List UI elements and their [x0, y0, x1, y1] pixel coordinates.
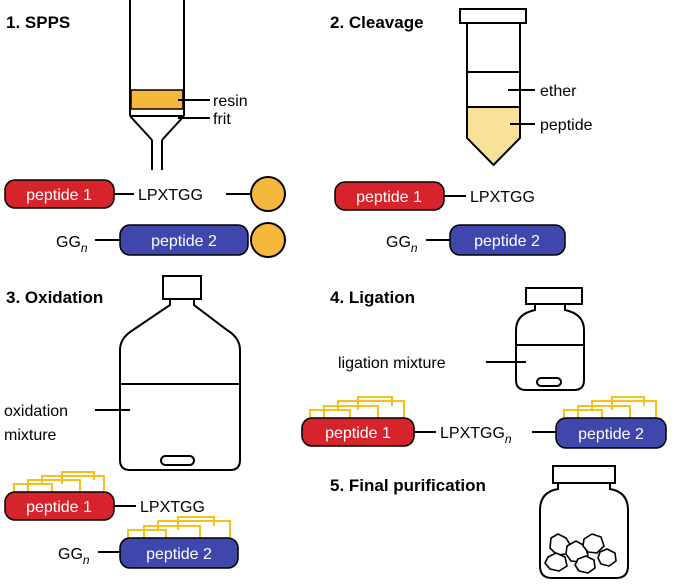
step-3-title: 3. Oxidation	[6, 288, 103, 307]
oxidation-bottle	[95, 275, 241, 471]
resin-label: resin	[213, 93, 248, 110]
ether-label: ether	[540, 83, 577, 100]
spps-motif-label: LPXTGG	[138, 187, 203, 204]
spps-peptide-2-label: peptide 2	[151, 233, 217, 250]
ligated-peptide-2-label: peptide 2	[578, 426, 644, 443]
oxidation-mixture-label-2: mixture	[4, 427, 57, 444]
oxidized-peptide-1-label: peptide 1	[26, 499, 92, 516]
oxidized-gg-label: GGn	[58, 546, 90, 567]
step-1-title: 1. SPPS	[6, 13, 70, 32]
spps-gg-label: GGn	[56, 234, 88, 255]
resin-bead-1	[250, 176, 286, 212]
cleaved-peptide-1-label: peptide 1	[356, 189, 422, 206]
resin-bead-2	[250, 222, 286, 258]
spps-peptide-1-label: peptide 1	[26, 187, 92, 204]
cleaved-peptide-2-label: peptide 2	[474, 233, 540, 250]
ligated-peptide-2-disulfides	[563, 396, 657, 418]
cleaved-peptide-2	[449, 224, 566, 256]
peptide-solution	[466, 106, 521, 167]
ligation-mixture-label: ligation mixture	[338, 355, 446, 372]
ligation-vial	[486, 287, 585, 391]
lyophilized-product-jar	[539, 465, 629, 579]
oxidized-motif-label: LPXTGG	[140, 499, 205, 516]
oxidized-peptide-2	[119, 537, 239, 569]
cleaved-motif-label: LPXTGG	[470, 189, 535, 206]
cleavage-tube	[459, 8, 535, 167]
peptide-label: peptide	[540, 117, 593, 134]
frit-label: frit	[213, 111, 231, 128]
powder-flakes	[544, 533, 617, 574]
spps-column	[129, 0, 210, 170]
oxidation-mixture-label-1: oxidation	[4, 403, 68, 420]
ligated-peptide-1-label: peptide 1	[325, 425, 391, 442]
oxidized-peptide-2-label: peptide 2	[146, 546, 212, 563]
step-5-title: 5. Final purification	[330, 476, 486, 495]
ligated-motif-label: LPXTGGn	[440, 425, 512, 446]
step-4-title: 4. Ligation	[330, 288, 415, 307]
ligated-peptide-1-disulfides	[309, 396, 405, 418]
cleaved-gg-label: GGn	[386, 234, 418, 255]
oxidized-peptide-2-disulfides	[127, 516, 231, 538]
step-2-title: 2. Cleavage	[330, 13, 424, 32]
spps-peptide-2	[119, 224, 249, 256]
oxidized-peptide-1-disulfides	[13, 471, 105, 492]
resin-bed	[130, 89, 184, 110]
ligated-peptide-2	[555, 417, 667, 449]
